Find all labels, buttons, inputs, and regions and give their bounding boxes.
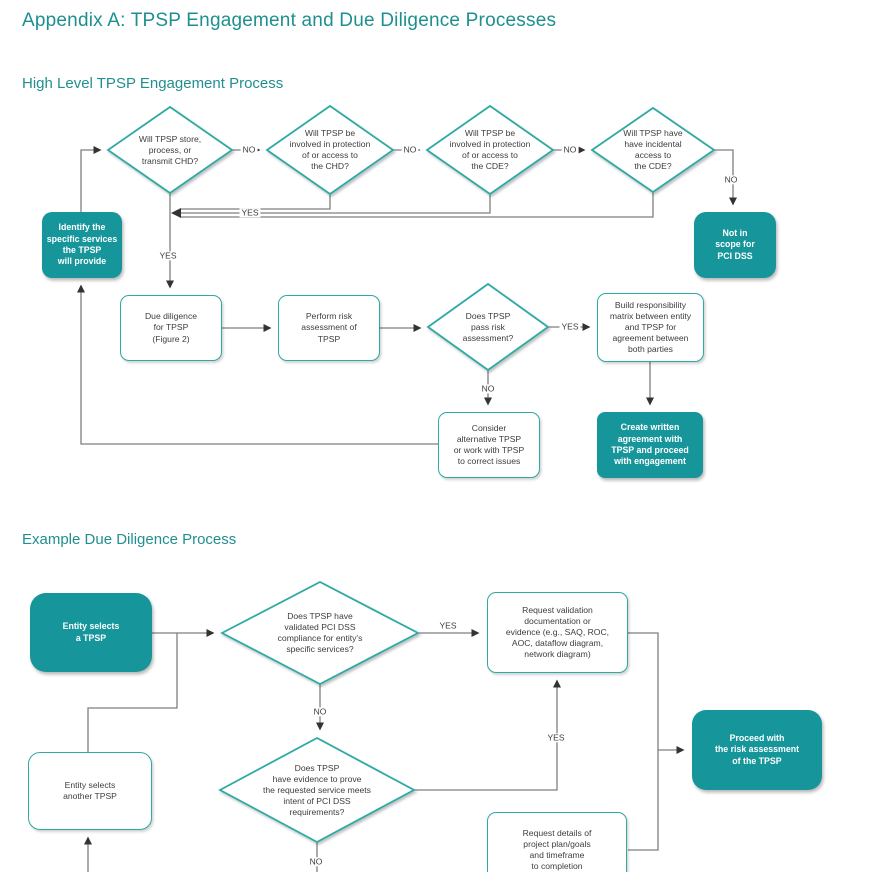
box-create-agreement: Create written agreement with TPSP and p…: [597, 412, 703, 478]
box-due-diligence: Due diligence for TPSP (Figure 2): [120, 295, 222, 361]
fc1-connectors: [77, 146, 737, 445]
section-title-due-diligence: Example Due Diligence Process: [22, 531, 237, 548]
diamond-text-protect-cde: Will TPSP be involved in protection of o…: [449, 128, 531, 171]
box-entity-selects-another: Entity selects another TPSP: [28, 752, 152, 830]
edge-label-no-scope: NO: [722, 174, 740, 185]
edge-label-yes-down: YES: [157, 250, 179, 261]
edge-label-no-3: NO: [561, 144, 579, 155]
edge-label-no-pass: NO: [479, 383, 497, 394]
diamond-incidental-cde: [590, 106, 716, 194]
yes-merge-arrowhead: [171, 208, 181, 218]
box-consider-alternative: Consider alternative TPSP or work with T…: [438, 412, 540, 478]
diamond-text-incidental-cde: Will TPSP have have incidental access to…: [623, 128, 683, 171]
edge-label-no-validated: NO: [311, 706, 329, 717]
box-not-in-scope: Not in scope for PCI DSS: [694, 212, 776, 278]
box-entity-selects-tpsp: Entity selects a TPSP: [30, 593, 152, 672]
box-perform-risk: Perform risk assessment of TPSP: [278, 295, 380, 361]
diamond-pass-risk: [426, 282, 550, 372]
diamond-protect-chd: [265, 104, 395, 196]
decision-diamonds: [106, 104, 716, 844]
diamond-text-store-chd: Will TPSP store, process, or transmit CH…: [138, 133, 202, 166]
diamond-text-validated-compliance: Does TPSP have validated PCI DSS complia…: [277, 611, 363, 654]
diamond-validated-compliance: [220, 580, 420, 686]
box-request-details: Request details of project plan/goals an…: [487, 812, 627, 872]
diamond-store-chd: [106, 105, 234, 195]
edge-label-no-evidence: NO: [307, 856, 325, 867]
box-build-matrix: Build responsibility matrix between enti…: [597, 293, 704, 362]
box-proceed-risk-assessment: Proceed with the risk assessment of the …: [692, 710, 822, 790]
diamond-evidence: [218, 736, 416, 844]
diamond-text-protect-chd: Will TPSP be involved in protection of o…: [289, 128, 371, 171]
diamond-text-evidence: Does TPSP have evidence to prove the req…: [263, 762, 371, 817]
diamond-protect-cde: [425, 104, 555, 196]
box-identify-services: Identify the specific services the TPSP …: [42, 212, 122, 278]
edge-label-yes-validated: YES: [437, 620, 459, 631]
fc2-connectors: [84, 629, 685, 872]
edge-label-yes-evidence: YES: [545, 732, 567, 743]
edge-label-no-2: NO: [401, 144, 419, 155]
diamond-text-pass-risk: Does TPSP pass risk assessment?: [462, 310, 514, 343]
edge-label-no-1: NO: [240, 144, 258, 155]
page-title: Appendix A: TPSP Engagement and Due Dili…: [22, 10, 557, 31]
edge-label-yes-pass: YES: [559, 321, 581, 332]
section-title-engagement: High Level TPSP Engagement Process: [22, 75, 284, 92]
edge-label-yes-merge: YES: [239, 207, 261, 218]
box-request-validation: Request validation documentation or evid…: [487, 592, 628, 673]
